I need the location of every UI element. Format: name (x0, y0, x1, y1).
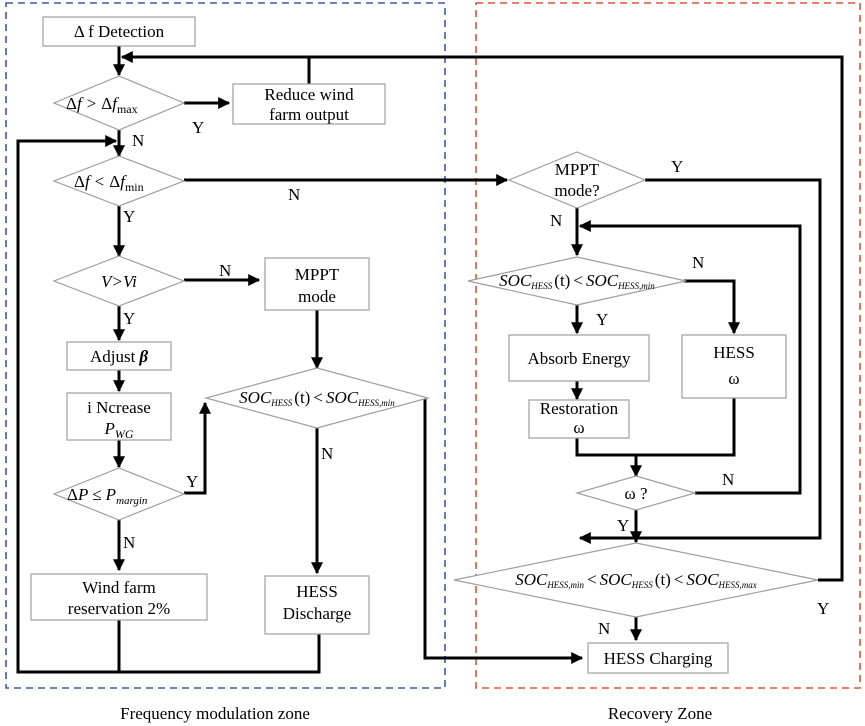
connectors (16, 46, 844, 674)
decision-mppt-mode (507, 151, 647, 209)
edge-label-y-mppt-q: Y (671, 157, 683, 176)
edge-label-y1: Y (192, 118, 204, 137)
decision-df-gt-max-label: Δf>Δfmax (66, 94, 138, 116)
edge-label-n-soc-right: N (692, 253, 704, 272)
decision-soc-lt-min-left-label: SOCHESS(t)<SOCHESS,min (239, 388, 395, 408)
restoration-omega-line2: ω (573, 418, 584, 437)
decision-v-gt-vi (52, 255, 186, 307)
hess-discharge-line1: HESS (296, 582, 338, 601)
adjust-beta-box (66, 341, 172, 371)
edge-label-n-mppt-q: N (550, 211, 562, 230)
reduce-output-line2: farm output (269, 105, 349, 124)
mppt-mode-box (264, 257, 370, 311)
absorb-energy-box (508, 334, 650, 382)
edge-label-y-margin: Y (186, 472, 198, 491)
hess-charging-label: HESS Charging (604, 649, 713, 668)
edge-label-n1: N (132, 131, 144, 150)
decision-mppt-mode-line1: MPPT (555, 160, 600, 179)
increase-pwg-line2: PWG (103, 419, 133, 441)
recovery-zone-label: Recovery Zone (608, 704, 712, 723)
decision-mppt-mode-line2: mode? (554, 181, 599, 200)
mppt-mode-line2: mode (298, 287, 336, 306)
decision-soc-range-label: SOCHESS,min<SOCHESS(t)<SOCHESS,max (515, 570, 757, 590)
decision-dp-le-margin-label: ΔP≤Pmargin (67, 485, 148, 507)
decision-df-lt-min (52, 155, 186, 207)
edge-label-y2: Y (123, 207, 135, 226)
frequency-zone-label: Frequency modulation zone (120, 704, 310, 723)
decision-v-gt-vi-label: V>Vi (101, 272, 137, 291)
hess-discharge-box (264, 575, 370, 635)
edge-label-y-omega: Y (617, 516, 629, 535)
reduce-output-box (232, 83, 386, 125)
edge-label-y-v: Y (123, 309, 135, 328)
increase-pwg-box (66, 392, 172, 441)
edge-label-n-margin: N (123, 533, 135, 552)
hess-omega-box (681, 334, 787, 399)
decision-soc-lt-min-right-label: SOCHESS(t)<SOCHESS,min (499, 271, 655, 291)
decision-soc-lt-min-right (467, 256, 687, 306)
hess-omega-line1: HESS (713, 343, 755, 362)
restoration-omega-box (528, 399, 630, 439)
detection-box (42, 16, 196, 47)
reduce-output-line1: Reduce wind (264, 85, 354, 104)
decision-omega-label: ω ? (625, 484, 648, 503)
decision-omega (574, 475, 698, 511)
edge-label-y-soc-right: Y (596, 310, 608, 329)
restoration-omega-line1: Restoration (540, 399, 619, 418)
wind-reservation-line1: Wind farm (82, 578, 155, 597)
hess-omega-line2: ω (728, 369, 739, 388)
edge-label-n-v: N (219, 261, 231, 280)
decision-df-lt-min-label: Δf<Δfmin (74, 172, 144, 194)
edge-label-n-range: N (598, 619, 610, 638)
edge-label-n-mppt: N (288, 185, 300, 204)
decision-soc-range (453, 542, 819, 618)
edge-label-y-range: Y (817, 599, 829, 618)
hess-discharge-line2: Discharge (283, 604, 352, 623)
frequency-modulation-zone (5, 2, 446, 689)
edge-label-n-soc-left: N (321, 444, 333, 463)
decision-dp-le-margin (52, 467, 186, 521)
decision-df-gt-max (52, 75, 186, 131)
absorb-energy-label: Absorb Energy (527, 349, 631, 368)
edge-label-n-omega: N (722, 470, 734, 489)
wind-reservation-box (30, 573, 208, 621)
hess-charging-box (587, 642, 729, 674)
mppt-mode-line1: MPPT (295, 265, 340, 284)
detection-label: Δ f Detection (74, 22, 165, 41)
increase-pwg-line1: i Ncrease (87, 398, 151, 417)
recovery-zone (475, 2, 861, 689)
decision-soc-lt-min-left (203, 367, 431, 429)
wind-reservation-line2: reservation 2% (68, 599, 170, 618)
